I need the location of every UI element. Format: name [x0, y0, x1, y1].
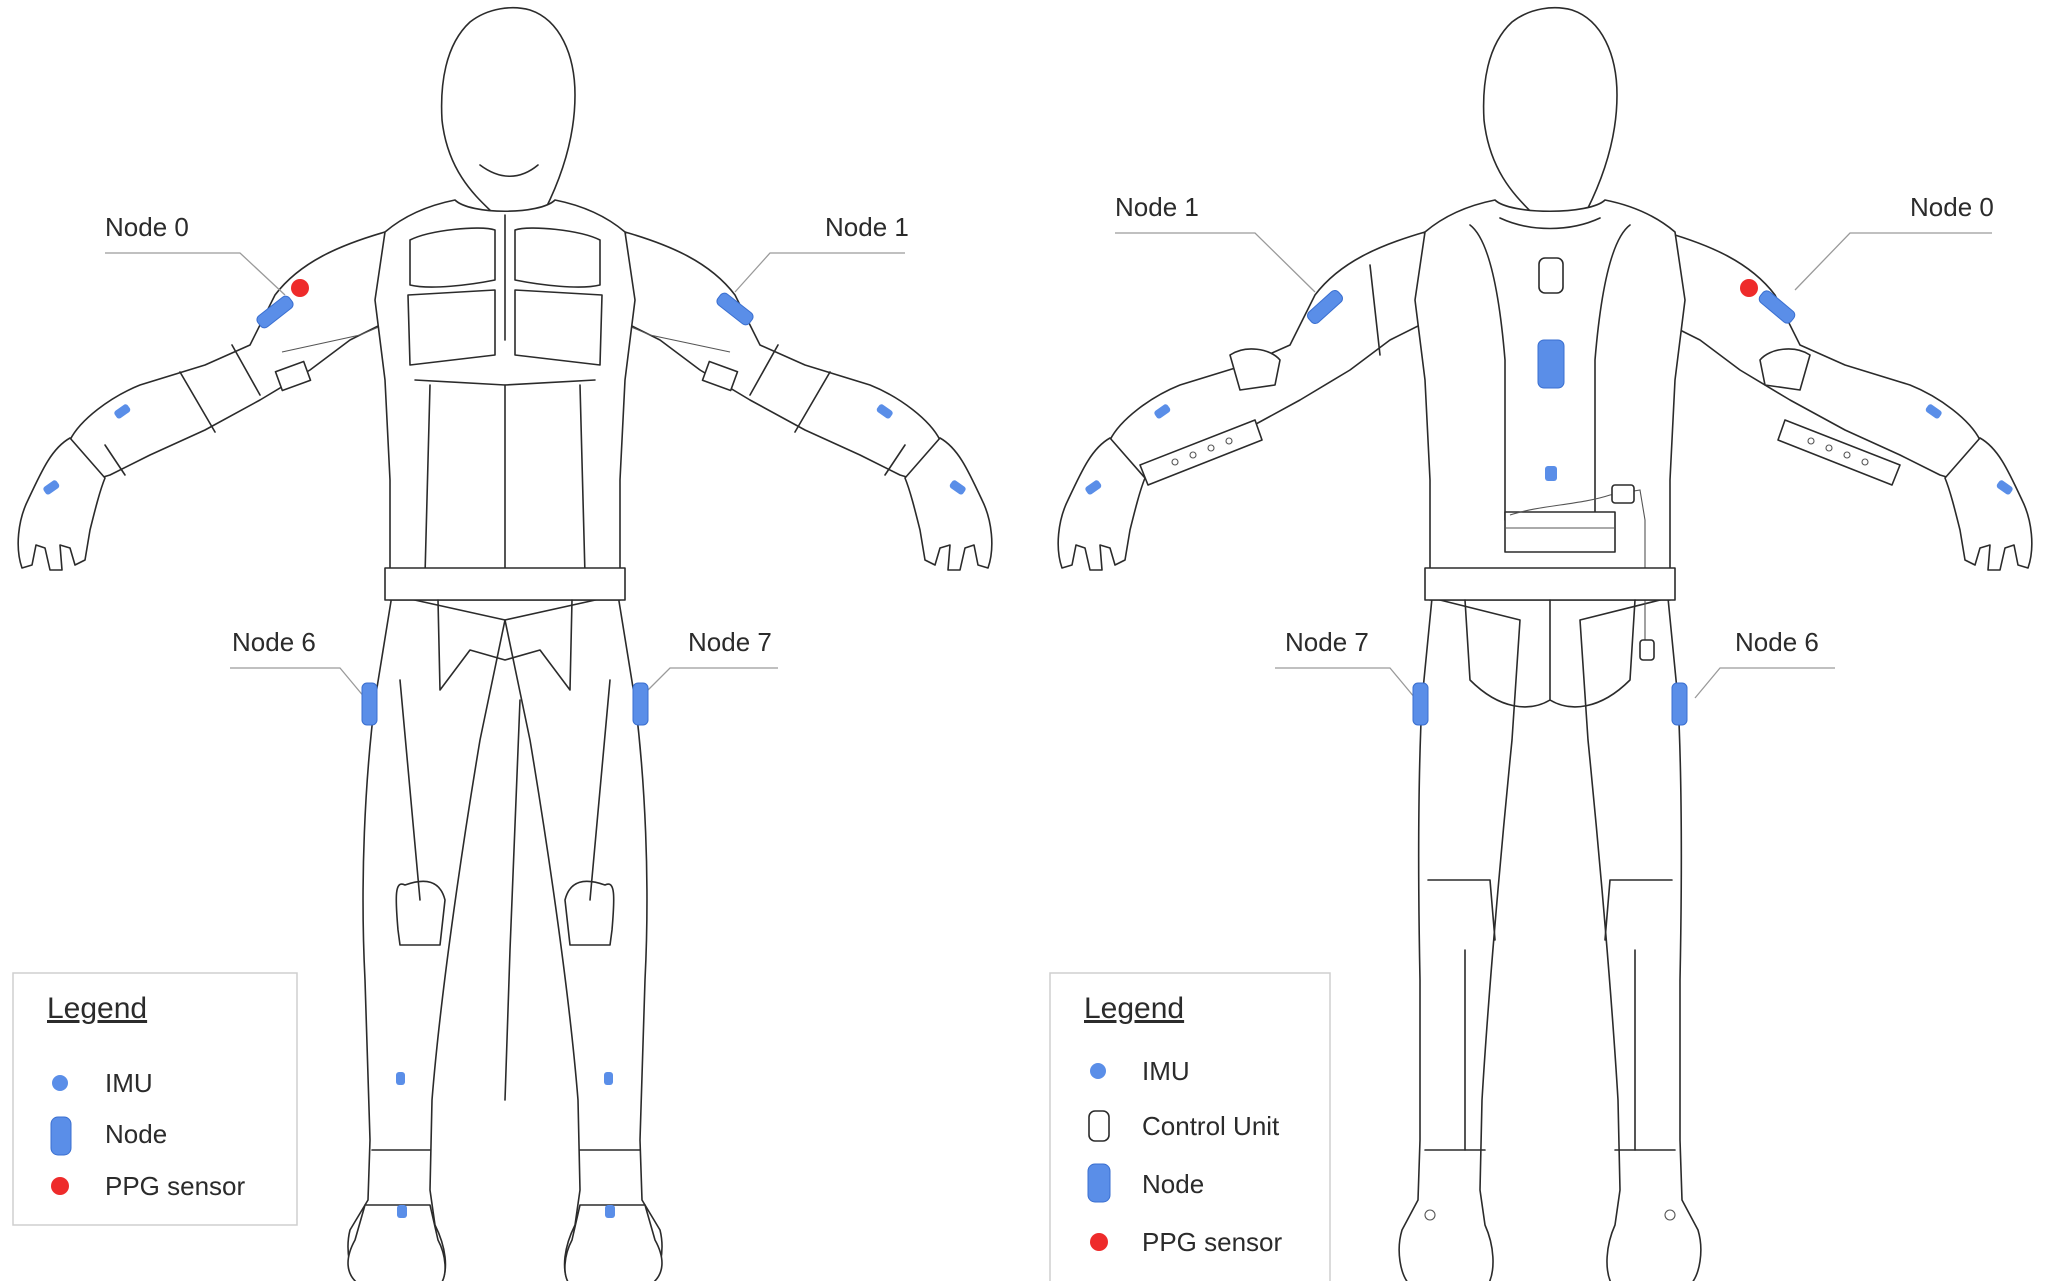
back-legend-imu-label: IMU: [1142, 1056, 1190, 1086]
front-node-labels: Node 0 Node 1 Node 6 Node 7: [105, 212, 909, 657]
front-figure: [17, 6, 993, 1281]
back-control-unit: [1538, 257, 1564, 294]
back-legend-ppg-icon: [1090, 1233, 1108, 1251]
front-imu-shin-left: [396, 1072, 405, 1085]
back-imu-spine: [1545, 466, 1557, 481]
front-imu-hand-right: [949, 480, 966, 495]
back-label-node-7: Node 7: [1285, 627, 1369, 657]
front-legend-ppg-label: PPG sensor: [105, 1171, 246, 1201]
front-imu-shin-right: [604, 1072, 613, 1085]
back-legend: Legend IMU Control Unit Node PPG sensor: [1049, 972, 1331, 1281]
front-imu-forearm-right: [876, 404, 893, 419]
back-legend-node-label: Node: [1142, 1169, 1204, 1199]
front-node-6: [361, 682, 378, 726]
back-legend-node-icon: [1087, 1163, 1111, 1203]
back-node-1: [1307, 289, 1343, 325]
back-left-hand: [1057, 437, 1146, 571]
back-right-leg: [1579, 597, 1702, 1281]
front-label-node-6: Node 6: [232, 627, 316, 657]
front-left-arm: [47, 231, 391, 491]
back-node-0: [1758, 290, 1796, 324]
back-left-leg: [1398, 597, 1521, 1281]
back-legend-title: Legend: [1084, 992, 1184, 1025]
back-label-node-6: Node 6: [1735, 627, 1819, 657]
front-belt: [384, 567, 626, 601]
back-imu-hand-left: [1085, 480, 1102, 495]
front-imu-foot-left: [397, 1205, 407, 1218]
front-node-0: [256, 295, 294, 329]
front-node-1: [716, 292, 754, 326]
front-legend-node-icon: [50, 1116, 72, 1156]
front-imu-hand-left: [43, 480, 60, 495]
back-imu-forearm-right: [1925, 404, 1942, 419]
front-left-hand: [17, 437, 106, 571]
back-label-node-1: Node 1: [1115, 192, 1199, 222]
back-legend-control-unit-label: Control Unit: [1142, 1111, 1280, 1141]
front-leaders: [105, 252, 905, 699]
back-legend-control-unit-icon: [1088, 1110, 1110, 1142]
front-right-hand: [904, 437, 993, 571]
back-figure: [1057, 6, 2033, 1281]
back-legend-imu-icon: [1090, 1063, 1106, 1079]
front-right-arm: [619, 231, 963, 491]
front-sensors: [43, 279, 966, 1218]
front-imu-forearm-left: [114, 404, 131, 419]
back-node-spine: [1537, 339, 1565, 389]
back-node-labels: Node 1 Node 0 Node 7 Node 6: [1115, 192, 1994, 657]
back-imu-hand-right: [1996, 480, 2013, 495]
back-node-7: [1412, 682, 1429, 726]
front-label-node-0: Node 0: [105, 212, 189, 242]
front-legend-imu-icon: [52, 1075, 68, 1091]
front-ppg-sensor: [291, 279, 309, 297]
front-node-7: [632, 682, 649, 726]
back-sensors: [1085, 257, 2013, 726]
front-label-node-1: Node 1: [825, 212, 909, 242]
back-ppg-sensor: [1740, 279, 1758, 297]
back-imu-forearm-left: [1154, 404, 1171, 419]
front-imu-foot-right: [605, 1205, 615, 1218]
front-legend-imu-label: IMU: [105, 1068, 153, 1098]
back-label-node-0: Node 0: [1910, 192, 1994, 222]
front-label-node-7: Node 7: [688, 627, 772, 657]
front-legend-ppg-icon: [51, 1177, 69, 1195]
front-legend-title: Legend: [47, 992, 147, 1025]
back-legend-ppg-label: PPG sensor: [1142, 1227, 1283, 1257]
front-legend-node-label: Node: [105, 1119, 167, 1149]
back-belt: [1424, 567, 1676, 601]
back-node-6: [1671, 682, 1688, 726]
front-legend: Legend IMU Node PPG sensor: [12, 972, 298, 1226]
back-leaders: [1115, 232, 1992, 699]
back-right-arm: [1659, 231, 2003, 491]
back-right-hand: [1944, 437, 2033, 571]
